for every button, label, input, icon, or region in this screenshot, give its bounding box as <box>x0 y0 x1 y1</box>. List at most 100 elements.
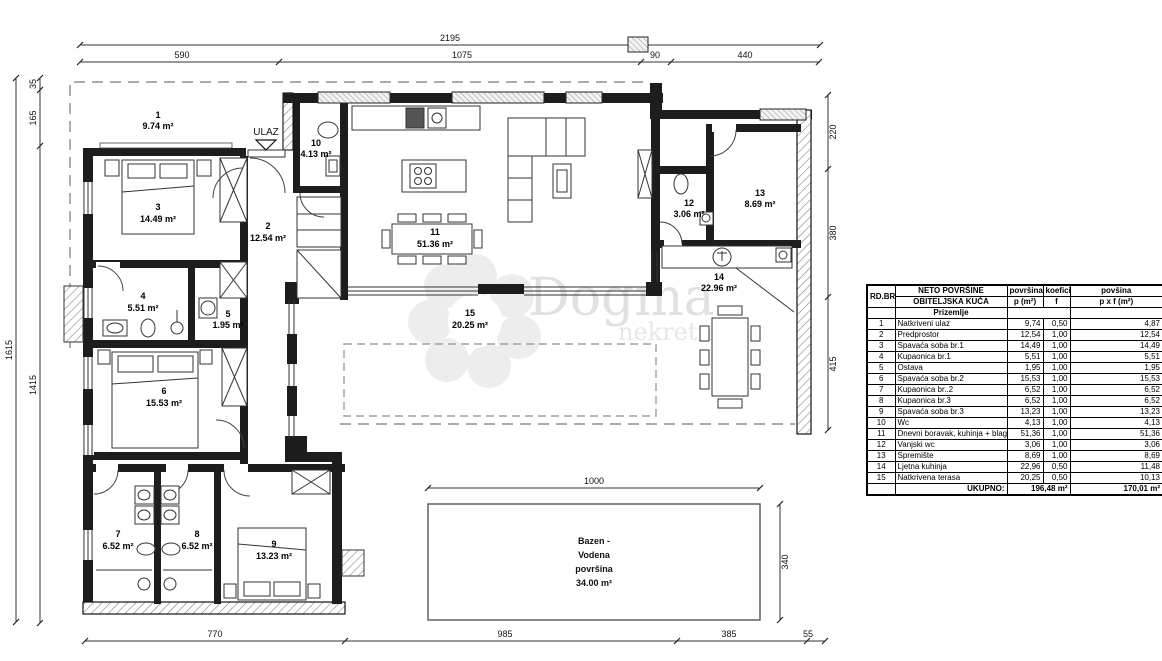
windows <box>82 91 807 560</box>
row-name: Natkrivena terasa <box>894 472 1008 484</box>
room-15-no: 15 <box>465 308 475 318</box>
dim-bottom-seg1: 770 <box>207 629 222 639</box>
row-name: Kupaonica br..2 <box>894 384 1008 396</box>
dim-right-seg1: 220 <box>828 124 838 139</box>
row-p: 1,95 <box>1006 362 1044 374</box>
room-5-no: 5 <box>225 309 230 319</box>
bed-room9 <box>223 527 321 601</box>
room-2-label: 212.54 m² <box>250 221 286 243</box>
room-6-no: 6 <box>161 386 166 396</box>
row-name: Ostava <box>894 362 1008 374</box>
table-section-row: Prizemlje <box>866 307 1162 319</box>
tv-stand <box>552 163 572 199</box>
row-p: 5,51 <box>1006 351 1044 363</box>
entrance-text: ULAZ <box>253 127 279 138</box>
room-8-label: 86.52 m² <box>181 529 212 551</box>
room-1-no: 1 <box>155 110 160 120</box>
table-header-rdbr: RD.BR. <box>866 284 896 308</box>
room-4-area: 5.51 m² <box>127 303 158 313</box>
room-3-no: 3 <box>155 202 160 212</box>
row-p: 9,74 <box>1006 318 1044 330</box>
room-10-area: 4.13 m² <box>300 149 331 159</box>
section-empty-pf <box>1069 307 1162 319</box>
dim-left-seg2: 165 <box>28 110 38 125</box>
room-14-no: 14 <box>714 272 724 282</box>
pool-label-line2: Vodena <box>578 550 611 560</box>
row-name: Natkriveni ulaz <box>894 318 1008 330</box>
roof-dashed-outline <box>69 81 795 425</box>
row-pf: 51,36 <box>1069 428 1162 440</box>
row-pf: 6,52 <box>1069 395 1162 407</box>
row-no: 15 <box>866 472 896 484</box>
row-p: 6,52 <box>1006 395 1044 407</box>
row-f: 1,00 <box>1042 340 1071 352</box>
dim-left-seg1: 35 <box>28 79 38 89</box>
watermark: Dogma nekretnine <box>408 254 750 388</box>
row-name: Spremište <box>894 450 1008 462</box>
room-7-area: 6.52 m² <box>102 541 133 551</box>
storage5-washer <box>198 297 218 319</box>
row-p: 3,06 <box>1006 439 1044 451</box>
room-15-area: 20.25 m² <box>452 320 488 330</box>
row-no: 12 <box>866 439 896 451</box>
room-13-label: 138.69 m² <box>744 188 775 209</box>
row-no: 14 <box>866 461 896 473</box>
room-5-label: 51.95 m² <box>212 309 243 330</box>
table-header-f2: f <box>1042 296 1071 308</box>
room-9-no: 9 <box>271 539 276 549</box>
total-p-value: 196,48 m² <box>1006 483 1071 496</box>
watermark-brand: Dogma <box>528 268 715 328</box>
room-7-no: 7 <box>115 529 120 539</box>
row-f: 1,00 <box>1042 351 1071 363</box>
room-9-label: 913.23 m² <box>256 539 292 561</box>
row-no: 2 <box>866 329 896 341</box>
entrance-label: ULAZ <box>253 127 279 151</box>
dimensions: 2195 590 1075 90 440 1615 35 165 1415 22… <box>4 33 838 645</box>
row-no: 6 <box>866 373 896 385</box>
room-6-label: 615.53 m² <box>146 386 182 408</box>
room-13-no: 13 <box>755 188 765 198</box>
room-2-area: 12.54 m² <box>250 233 286 243</box>
section-empty-pf-cols <box>1006 307 1071 319</box>
row-name: Kupaonica br.3 <box>894 395 1008 407</box>
section-empty-no <box>866 307 896 319</box>
row-name: Dnevni boravak, kuhinja + blag. <box>894 428 1008 440</box>
row-no: 13 <box>866 450 896 462</box>
table-header-f1: koeficijent <box>1042 284 1071 297</box>
row-pf: 12,54 <box>1069 329 1162 341</box>
row-f: 1,00 <box>1042 384 1071 396</box>
dim-left-seg3: 1415 <box>28 375 38 395</box>
row-name: Spavaća soba br.1 <box>894 340 1008 352</box>
dim-right-seg2: 380 <box>828 225 838 240</box>
row-f: 1,00 <box>1042 417 1071 429</box>
bathroom4-fixtures <box>102 310 184 338</box>
exterior-block-west <box>63 285 84 343</box>
row-f: 0,50 <box>1042 472 1071 484</box>
row-pf: 13,23 <box>1069 406 1162 418</box>
bathroom7-8-fixtures <box>96 485 212 591</box>
table-total-row: UKUPNO: 196,48 m² 170,01 m² <box>866 483 1162 496</box>
entrance-arrow-icon <box>254 139 278 151</box>
exterior-block-east <box>341 549 365 577</box>
row-name: Kupaonica br.1 <box>894 351 1008 363</box>
dim-top-seg4: 440 <box>737 50 752 60</box>
dim-top-seg3: 90 <box>650 50 660 60</box>
row-pf: 5,51 <box>1069 351 1162 363</box>
room-3-area: 14.49 m² <box>140 214 176 224</box>
row-f: 1,00 <box>1042 406 1071 418</box>
row-f: 0,50 <box>1042 318 1071 330</box>
row-f: 1,00 <box>1042 362 1071 374</box>
row-p: 12,54 <box>1006 329 1044 341</box>
row-name: Predprostor <box>894 329 1008 341</box>
row-pf: 14,49 <box>1069 340 1162 352</box>
area-table: RD.BR. NETO POVRŠINE površina koeficijen… <box>866 284 1162 496</box>
table-header-p1: površina <box>1006 284 1044 297</box>
